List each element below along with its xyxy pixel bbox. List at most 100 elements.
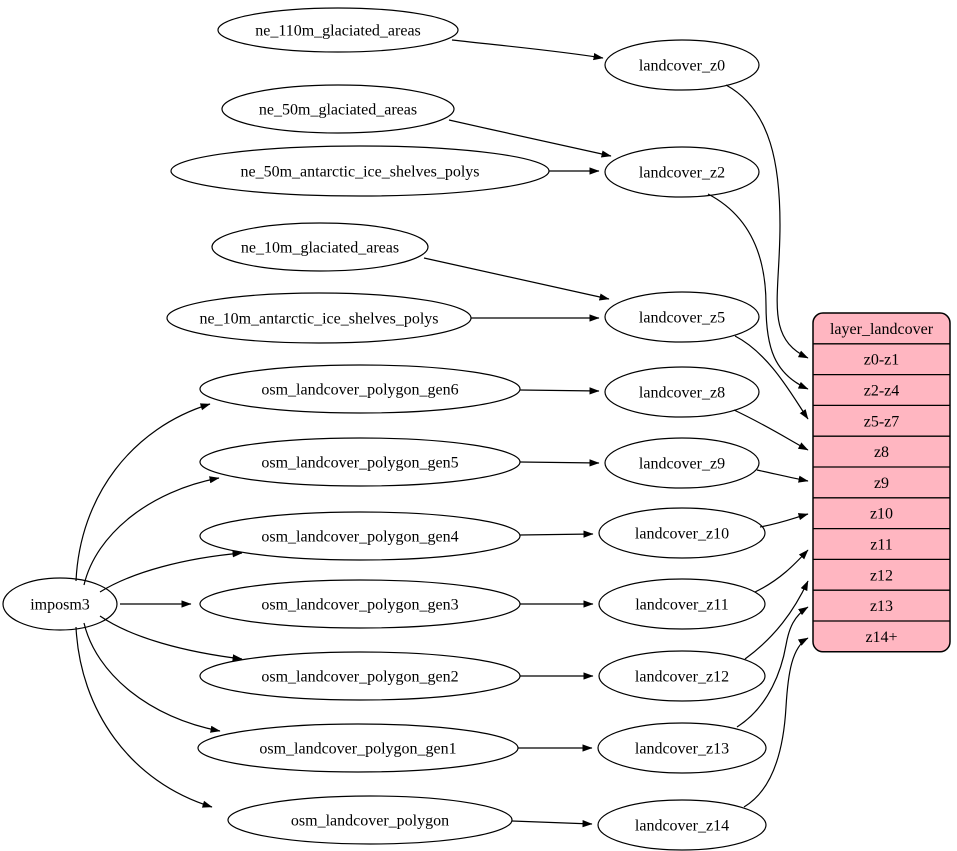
edge-ne_110m_glaciated_areas--landcover_z0 [451,39,604,61]
table-row-z8: z8 [874,444,889,461]
node-ellipse-landcover_z12 [598,650,766,702]
node-ne_10m_glaciated_areas: ne_10m_glaciated_areas [211,222,429,272]
node-label-osm_landcover_polygon_gen3: osm_landcover_polygon_gen3 [261,597,458,614]
edge-imposm3--osm_landcover_polygon_gen4 [99,550,243,593]
node-ellipse-landcover_z8 [604,366,760,418]
node-osm_landcover_polygon_gen2: osm_landcover_polygon_gen2 [199,651,521,701]
edge-landcover_z5--layer_landcover-z5-z7 [734,335,809,420]
node-ellipse-landcover_z11 [598,578,766,630]
node-landcover_z0: landcover_z0 [604,39,760,91]
node-osm_landcover_polygon_gen1: osm_landcover_polygon_gen1 [197,723,519,773]
table-row-z9: z9 [874,475,889,492]
edge-landcover_z11--layer_landcover-z11 [754,549,809,593]
node-label-osm_landcover_polygon_gen1: osm_landcover_polygon_gen1 [259,741,456,758]
node-ellipse-ne_110m_glaciated_areas [217,7,459,53]
edge-landcover_z8--layer_landcover-z8 [733,409,809,451]
node-label-landcover_z13: landcover_z13 [635,741,729,758]
node-ellipse-landcover_z0 [604,39,760,91]
node-ellipse-landcover_z9 [604,437,760,489]
node-layer: imposm3 ne_110m_glaciated_areas ne_50m_gla… [2,7,767,851]
edge-imposm3--osm_landcover_polygon_gen1 [83,622,221,733]
table-row-z11: z11 [870,537,893,554]
node-ellipse-imposm3 [2,577,118,631]
edge-landcover_z10--layer_landcover-z10 [759,513,809,528]
table-layer_landcover: layer_landcoverz0-z1z2-z4z5-z7z8z9z10z11… [812,312,951,653]
table-row-z14+: z14+ [865,629,897,646]
edge-ne_50m_glaciated_areas--landcover_z2 [448,119,612,158]
node-ellipse-landcover_z2 [604,146,760,198]
edge-landcover_z13--layer_landcover-z13 [736,606,809,728]
node-label-osm_landcover_polygon_gen2: osm_landcover_polygon_gen2 [261,669,458,686]
node-landcover_z5: landcover_z5 [604,291,760,343]
node-label-ne_10m_antarctic_ice_shelves_polys: ne_10m_antarctic_ice_shelves_polys [199,311,438,328]
node-ellipse-landcover_z13 [597,722,767,774]
edge-landcover_z2--layer_landcover-z2-z4 [707,193,809,390]
node-label-landcover_z9: landcover_z9 [639,456,725,473]
node-ne_50m_antarctic_ice_shelves_polys: ne_50m_antarctic_ice_shelves_polys [170,145,550,197]
node-label-landcover_z5: landcover_z5 [639,310,725,327]
node-landcover_z11: landcover_z11 [598,578,766,630]
table-row-z2-z4: z2-z4 [864,383,900,400]
node-label-osm_landcover_polygon_gen5: osm_landcover_polygon_gen5 [261,455,458,472]
node-osm_landcover_polygon_gen4: osm_landcover_polygon_gen4 [199,511,521,561]
node-ellipse-landcover_z5 [604,291,760,343]
edge-osm_landcover_polygon--landcover_z14 [511,820,593,828]
edge-osm_landcover_polygon_gen4--landcover_z10 [519,530,594,538]
edge-imposm3--osm_landcover_polygon_gen5 [83,476,220,586]
node-label-landcover_z11: landcover_z11 [635,597,729,614]
node-ne_50m_glaciated_areas: ne_50m_glaciated_areas [221,84,455,134]
node-landcover_z2: landcover_z2 [604,146,760,198]
node-landcover_z13: landcover_z13 [597,722,767,774]
edge-landcover_z0--layer_landcover-z0-z1 [725,84,809,359]
node-osm_landcover_polygon_gen5: osm_landcover_polygon_gen5 [199,437,521,487]
edge-landcover_z14--layer_landcover-z14+ [743,637,809,808]
edge-osm_landcover_polygon_gen6--landcover_z8 [519,387,600,395]
node-label-ne_50m_glaciated_areas: ne_50m_glaciated_areas [259,102,417,119]
table-row-z0-z1: z0-z1 [864,352,900,369]
node-label-ne_110m_glaciated_areas: ne_110m_glaciated_areas [255,23,421,40]
node-label-ne_50m_antarctic_ice_shelves_polys: ne_50m_antarctic_ice_shelves_polys [240,164,479,181]
node-label-landcover_z10: landcover_z10 [635,526,729,543]
edge-osm_landcover_polygon_gen5--landcover_z9 [519,459,600,467]
node-ellipse-ne_50m_glaciated_areas [221,84,455,134]
node-ellipse-osm_landcover_polygon [227,795,513,845]
table-row-z12: z12 [870,567,893,584]
node-label-landcover_z12: landcover_z12 [635,669,729,686]
table-row-z13: z13 [870,598,893,615]
node-landcover_z12: landcover_z12 [598,650,766,702]
edge-imposm3--osm_landcover_polygon [75,626,213,808]
node-imposm3: imposm3 [2,577,118,631]
node-landcover_z10: landcover_z10 [598,507,766,559]
edge-imposm3--osm_landcover_polygon_gen2 [99,615,243,662]
node-ne_10m_antarctic_ice_shelves_polys: ne_10m_antarctic_ice_shelves_polys [166,292,472,344]
node-label-osm_landcover_polygon_gen6: osm_landcover_polygon_gen6 [261,382,458,399]
node-label-osm_landcover_polygon_gen4: osm_landcover_polygon_gen4 [261,529,458,546]
node-label-landcover_z14: landcover_z14 [635,818,729,835]
node-osm_landcover_polygon_gen6: osm_landcover_polygon_gen6 [199,364,521,414]
node-ellipse-landcover_z10 [598,507,766,559]
node-label-landcover_z0: landcover_z0 [639,58,725,75]
edge-ne_10m_glaciated_areas--landcover_z5 [423,257,610,301]
node-label-osm_landcover_polygon: osm_landcover_polygon [291,813,449,830]
table-outline [812,312,951,653]
edge-landcover_z12--layer_landcover-z12 [744,580,809,660]
node-ne_110m_glaciated_areas: ne_110m_glaciated_areas [217,7,459,53]
node-landcover_z14: landcover_z14 [597,799,767,851]
node-ellipse-osm_landcover_polygon_gen4 [199,511,521,561]
edge-imposm3--osm_landcover_polygon_gen6 [75,403,211,582]
node-label-landcover_z2: landcover_z2 [639,165,725,182]
edge-layer [75,39,809,828]
node-ellipse-landcover_z14 [597,799,767,851]
node-landcover_z8: landcover_z8 [604,366,760,418]
node-label-imposm3: imposm3 [30,597,90,614]
edge-landcover_z9--layer_landcover-z9 [756,469,809,483]
node-landcover_z9: landcover_z9 [604,437,760,489]
table-layer: layer_landcoverz0-z1z2-z4z5-z7z8z9z10z11… [812,312,951,653]
node-label-ne_10m_glaciated_areas: ne_10m_glaciated_areas [241,240,399,257]
node-ellipse-ne_10m_glaciated_areas [211,222,429,272]
table-row-z5-z7: z5-z7 [864,413,900,430]
table-title: layer_landcover [830,321,934,338]
node-label-landcover_z8: landcover_z8 [639,385,725,402]
